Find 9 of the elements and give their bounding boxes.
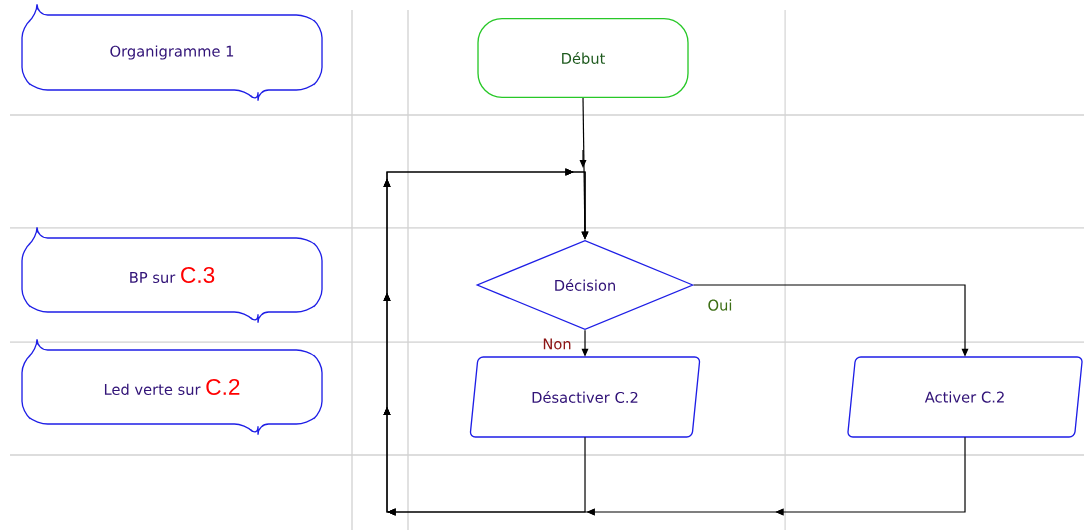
callout-bubble: Organigramme 1 xyxy=(21,3,323,102)
callout-bubble: BP sur C.3 xyxy=(21,226,323,324)
arrow xyxy=(386,171,966,516)
process-parallelogram: Activer C.2 xyxy=(847,356,1083,438)
callout-bubble: Led verte sur C.2 xyxy=(21,338,323,436)
edge-label: Non xyxy=(543,338,571,350)
terminal-box: Début xyxy=(477,18,689,98)
edge-label: Oui xyxy=(708,299,732,311)
process-parallelogram: Désactiver C.2 xyxy=(469,356,701,438)
